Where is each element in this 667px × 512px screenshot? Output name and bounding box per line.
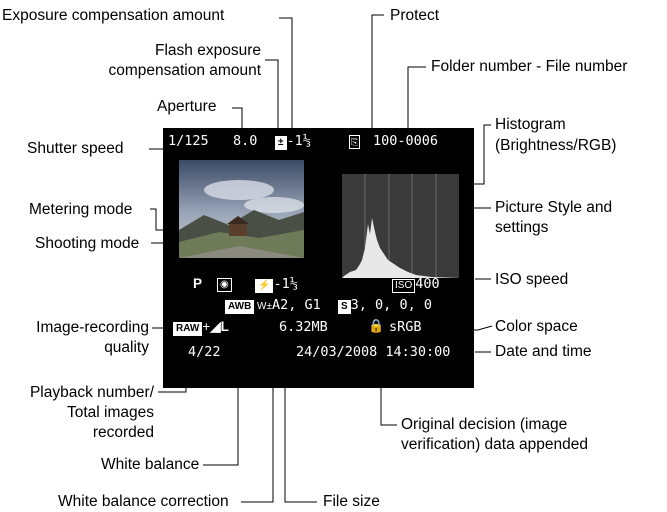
datetime-value: 24/03/2008 14:30:00 <box>296 344 451 360</box>
quality-l-value: L <box>220 319 229 334</box>
label-iso-speed: ISO speed <box>495 271 569 288</box>
file-size-value: 6.32MB <box>279 319 328 335</box>
label-white-balance: White balance <box>101 456 200 473</box>
label-playback-2: Total images <box>66 404 154 421</box>
histogram <box>342 174 459 278</box>
label-aperture: Aperture <box>157 98 217 115</box>
label-original-decision-2: verification) data appended <box>401 436 588 453</box>
folder-file-value: 100-0006 <box>373 133 439 149</box>
picture-style-icon: S <box>338 300 351 314</box>
leader-folder-file <box>407 66 426 133</box>
camera-lcd-screen: 1/125 8.0 ±-1⅓ ⎘ 100-0006 <box>163 128 474 388</box>
leader-flash-exp-comp <box>265 59 279 133</box>
label-histogram-2: (Brightness/RGB) <box>495 137 617 154</box>
shooting-mode-value: P <box>193 276 203 291</box>
flash-comp-value: -1⅓ <box>273 276 298 292</box>
thumbnail-image <box>179 160 304 258</box>
wb-mode-indicator: AWB <box>225 297 255 314</box>
label-image-quality-2: quality <box>104 339 149 356</box>
label-metering-mode: Metering mode <box>29 201 133 218</box>
label-date-time: Date and time <box>495 343 592 360</box>
label-original-decision-1: Original decision (image <box>401 416 568 433</box>
label-wb-correction: White balance correction <box>58 493 229 510</box>
exposure-compensation-icon: ± <box>275 136 287 150</box>
label-picture-style-2: settings <box>495 219 549 236</box>
lock-icon: 🔒 <box>368 318 385 333</box>
label-playback-1: Playback number/ <box>29 384 154 401</box>
label-exposure-comp: Exposure compensation amount <box>2 7 225 24</box>
label-protect: Protect <box>390 7 440 24</box>
leader-exposure-comp <box>279 17 293 133</box>
exposure-comp-value: -1⅓ <box>286 133 311 149</box>
wb-mode-value: AWB <box>225 300 255 314</box>
quality-indicator: RAW+◢L <box>173 319 229 336</box>
quality-raw-value: RAW <box>173 322 203 336</box>
leader-aperture <box>232 107 243 133</box>
label-folder-file: Folder number - File number <box>431 58 628 75</box>
label-image-quality-1: Image-recording <box>36 319 149 336</box>
leader-protect <box>371 14 384 133</box>
exposure-comp-indicator: ±-1⅓ <box>275 133 311 150</box>
wb-shift-indicator: W±A2, G1 <box>257 297 321 315</box>
label-histogram-1: Histogram <box>495 116 566 133</box>
wb-shift-value: A2, G1 <box>271 297 321 313</box>
histogram-curve <box>342 218 459 278</box>
label-shooting-mode: Shooting mode <box>35 235 140 252</box>
color-space-value: sRGB <box>389 319 422 335</box>
iso-icon: ISO <box>392 279 416 293</box>
label-picture-style-1: Picture Style and <box>495 199 613 216</box>
protect-icon: ⎘ <box>349 135 361 149</box>
aperture-value: 8.0 <box>233 133 258 149</box>
iso-value: 400 <box>415 276 440 292</box>
flash-exposure-compensation-icon: ⚡ <box>255 279 274 293</box>
label-playback-3: recorded <box>92 424 154 441</box>
white-balance-shift-icon: W± <box>257 301 272 312</box>
shutter-speed-value: 1/125 <box>168 133 209 149</box>
label-shutter-speed: Shutter speed <box>27 140 124 157</box>
label-file-size: File size <box>323 493 380 510</box>
evaluative-metering-icon: ◉ <box>217 275 232 292</box>
label-flash-exp-comp-2: compensation amount <box>108 62 261 79</box>
label-flash-exp-comp-1: Flash exposure <box>155 42 261 59</box>
playback-number-value: 4/22 <box>188 344 221 360</box>
flash-comp-indicator: ⚡-1⅓ <box>255 276 298 293</box>
label-color-space: Color space <box>495 318 578 335</box>
leader-file-size <box>284 340 317 503</box>
picture-style-value: 3, 0, 0, 0 <box>350 297 432 313</box>
